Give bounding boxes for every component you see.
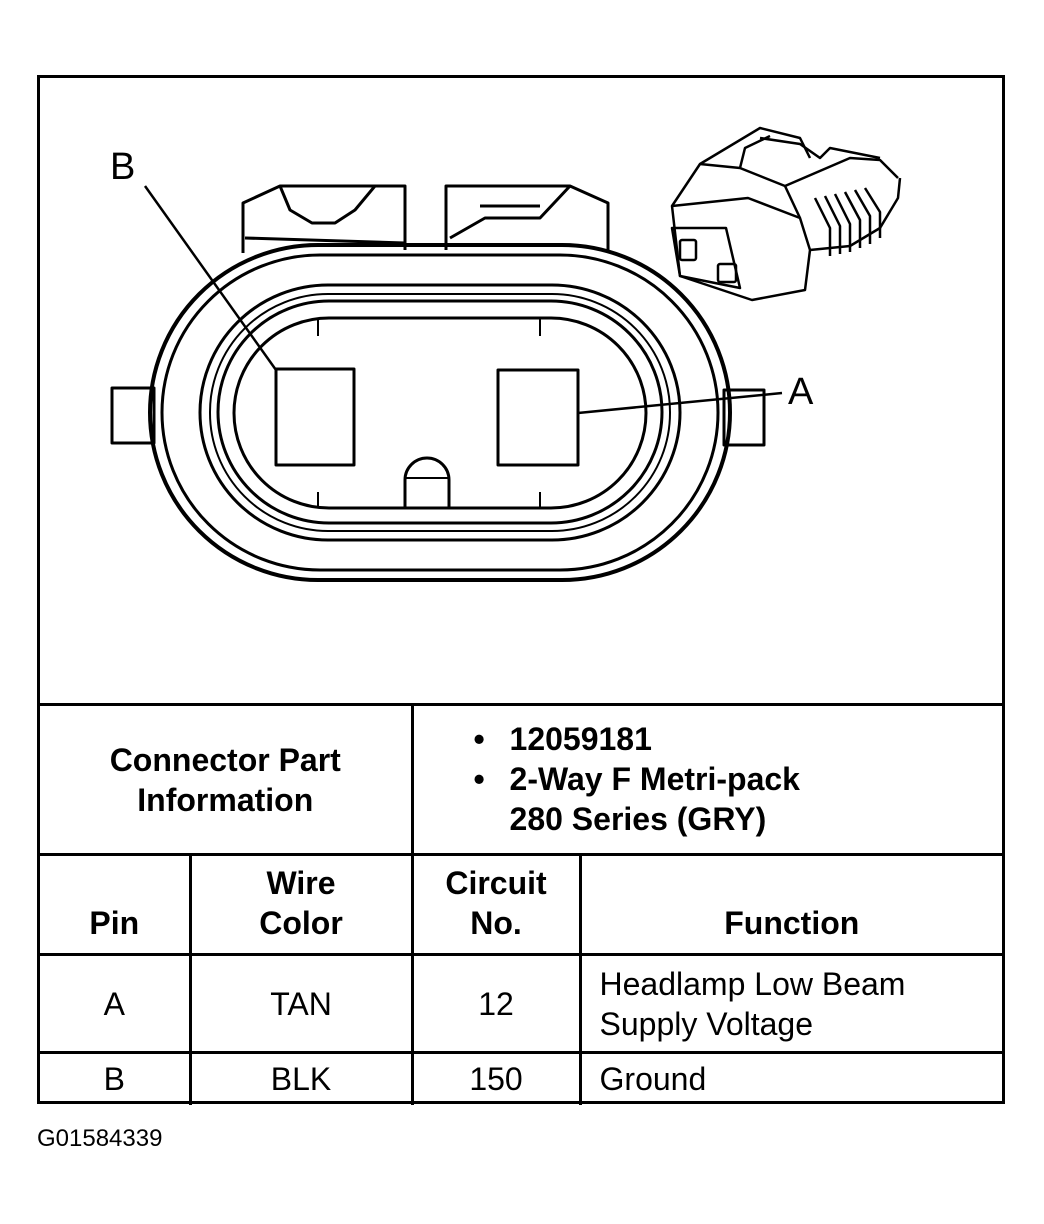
connector-info-label: Connector Part Information <box>109 741 341 818</box>
connector-drawing: B A <box>40 78 1002 702</box>
header-circuit-no: Circuit No. <box>410 853 582 956</box>
figure-id: G01584339 <box>37 1125 163 1152</box>
connector-info-list: 12059181 2-Way F Metri-pack 280 Series (… <box>414 713 1003 847</box>
function-cell: Headlamp Low Beam Supply Voltage <box>578 953 1003 1054</box>
circuit-no-cell: 12 <box>410 953 582 1054</box>
connector-perspective-icon <box>670 126 902 302</box>
pin-cell: A <box>40 953 192 1054</box>
callout-b-label: B <box>110 146 136 188</box>
connector-table: Connector Part Information 12059181 2-Wa… <box>40 703 1003 1105</box>
connector-info-value-cell: 12059181 2-Way F Metri-pack 280 Series (… <box>410 703 1003 856</box>
pin-cell: B <box>40 1051 192 1105</box>
connector-info-label-cell: Connector Part Information <box>40 703 414 856</box>
header-pin: Pin <box>40 853 192 956</box>
leader-line-a <box>577 391 783 415</box>
table-header-row: Pin Wire Color Circuit No. Function <box>40 853 1003 956</box>
function-cell: Ground <box>578 1051 1003 1105</box>
table-row: A TAN 12 Headlamp Low Beam Supply Voltag… <box>40 953 1003 1054</box>
locking-tabs <box>241 184 610 253</box>
wire-color-cell: TAN <box>188 953 414 1054</box>
circuit-no-cell: 150 <box>410 1051 582 1105</box>
connector-description: 2-Way F Metri-pack 280 Series (GRY) <box>474 759 850 839</box>
leader-line-b <box>143 185 278 371</box>
side-latch-right <box>722 388 766 447</box>
table-row: B BLK 150 Ground <box>40 1051 1003 1105</box>
polarizing-key <box>403 456 451 510</box>
wire-color-cell: BLK <box>188 1051 414 1105</box>
side-latch-left <box>110 386 156 445</box>
terminal-cavity-b <box>274 367 356 467</box>
connector-outer-shell <box>148 243 732 582</box>
header-function: Function <box>578 853 1003 956</box>
header-wire-color: Wire Color <box>188 853 414 956</box>
terminal-cavity-a <box>496 368 580 467</box>
connector-info-row: Connector Part Information 12059181 2-Wa… <box>40 703 1003 856</box>
connector-part-number: 12059181 <box>474 719 1003 759</box>
connector-face-view <box>110 126 902 582</box>
diagram-frame: B A Connector Part Information 12059181 … <box>37 75 1005 1105</box>
callout-a-label: A <box>788 371 814 413</box>
